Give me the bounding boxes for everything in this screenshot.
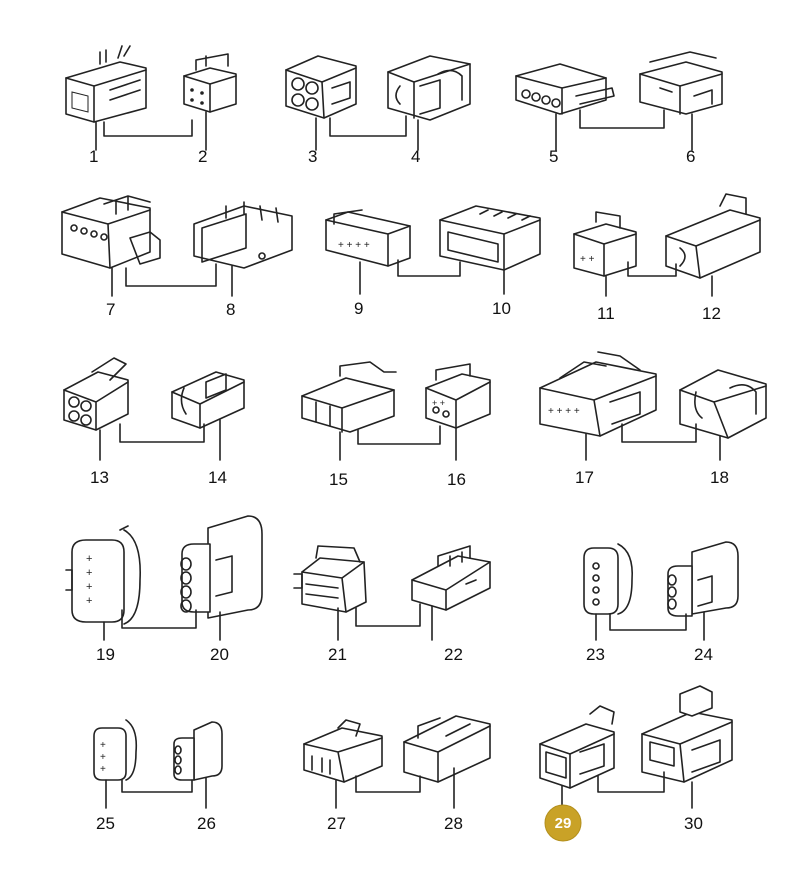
svg-text:+: + [86, 553, 92, 565]
svg-text:+: + [86, 595, 92, 607]
connector-part-11[interactable]: + + [573, 211, 637, 277]
part-label-2: 2 [198, 147, 207, 166]
part-label-5: 5 [549, 147, 558, 166]
part-label-27: 27 [327, 814, 346, 833]
connector-part-3[interactable] [285, 55, 357, 119]
svg-text:+: + [100, 764, 106, 775]
connector-part-9[interactable]: + + + + [325, 209, 411, 267]
part-label-21: 21 [328, 645, 347, 664]
connector-part-23[interactable] [583, 543, 634, 615]
part-label-25: 25 [96, 814, 115, 833]
part-label-30: 30 [684, 814, 703, 833]
part-label-4: 4 [411, 147, 420, 166]
connector-part-30[interactable] [641, 685, 733, 783]
part-label-19: 19 [96, 645, 115, 664]
svg-text:+: + [86, 581, 92, 593]
part-label-28: 28 [444, 814, 463, 833]
svg-text:+ +: + + [580, 254, 595, 265]
part-label-17: 17 [575, 468, 594, 487]
highlighted-part-badge[interactable]: 29 [544, 804, 582, 842]
connector-part-18[interactable] [679, 369, 767, 439]
connector-part-14[interactable] [171, 371, 245, 429]
part-label-29: 29 [555, 815, 572, 832]
connector-part-5[interactable] [515, 63, 615, 115]
part-label-9: 9 [354, 299, 363, 318]
svg-text:+: + [86, 567, 92, 579]
connector-part-1[interactable] [65, 45, 147, 123]
connector-part-29[interactable] [539, 705, 615, 789]
part-label-3: 3 [308, 147, 317, 166]
part-label-24: 24 [694, 645, 713, 664]
connector-part-20[interactable] [180, 515, 263, 619]
connector-part-26[interactable] [173, 721, 223, 781]
connector-part-16[interactable]: + + [425, 363, 491, 429]
part-label-1: 1 [89, 147, 98, 166]
connector-part-15[interactable] [301, 361, 397, 433]
svg-text:+ +: + + [432, 398, 445, 408]
part-label-11: 11 [597, 304, 615, 323]
part-label-10: 10 [492, 299, 511, 318]
connector-part-21[interactable] [293, 545, 367, 613]
connector-part-24[interactable] [667, 541, 739, 617]
connector-part-6[interactable] [639, 51, 723, 115]
connector-part-27[interactable] [303, 719, 383, 783]
svg-text:+ + + +: + + + + [548, 406, 580, 417]
connector-part-17[interactable]: + + + + [539, 351, 657, 437]
connector-part-28[interactable] [403, 715, 491, 783]
part-label-23: 23 [586, 645, 605, 664]
connector-part-4[interactable] [387, 55, 471, 121]
svg-text:+ + + +: + + + + [338, 240, 370, 251]
part-label-13: 13 [90, 468, 109, 487]
part-label-12: 12 [702, 304, 721, 323]
connector-part-2[interactable] [183, 53, 237, 113]
connector-part-19[interactable]: + + + + [65, 525, 141, 625]
connector-part-25[interactable]: + + + [93, 719, 138, 781]
part-label-6: 6 [686, 147, 695, 166]
part-label-7: 7 [106, 300, 115, 319]
connector-part-13[interactable] [63, 357, 129, 431]
connector-part-22[interactable] [411, 545, 491, 611]
svg-text:+: + [100, 752, 106, 763]
connector-part-8[interactable] [193, 201, 293, 269]
part-label-22: 22 [444, 645, 463, 664]
part-label-18: 18 [710, 468, 729, 487]
connector-part-12[interactable] [665, 193, 761, 279]
svg-text:+: + [100, 740, 106, 751]
part-label-14: 14 [208, 468, 227, 487]
part-label-15: 15 [329, 470, 348, 489]
connector-part-7[interactable] [61, 195, 161, 269]
part-label-20: 20 [210, 645, 229, 664]
connector-part-10[interactable] [439, 205, 541, 271]
part-label-26: 26 [197, 814, 216, 833]
part-label-8: 8 [226, 300, 235, 319]
part-label-16: 16 [447, 470, 466, 489]
